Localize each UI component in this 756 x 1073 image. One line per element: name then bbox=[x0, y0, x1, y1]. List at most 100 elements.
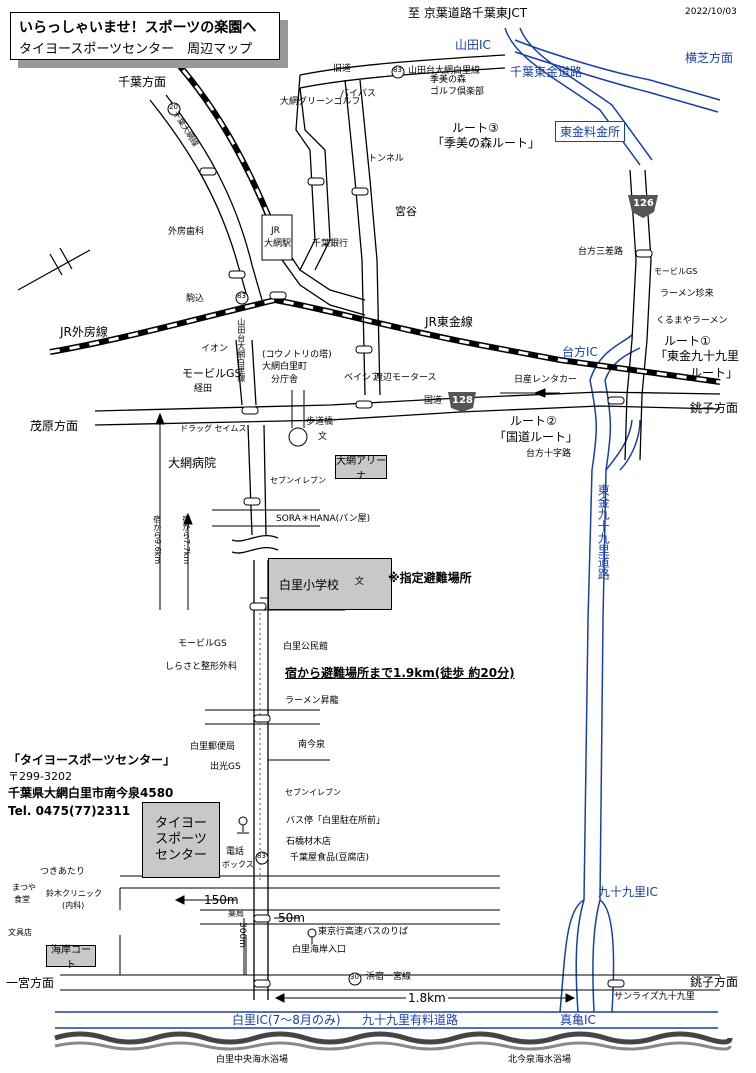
ramen-shoryu: ラーメン昇龍 bbox=[285, 696, 339, 706]
shield-126: 126 bbox=[633, 198, 654, 209]
school-mark: 文 bbox=[355, 577, 365, 587]
dist-300: 300m bbox=[236, 922, 247, 948]
suzuki-clinic-a: 鈴木クリニック bbox=[46, 889, 102, 898]
dist-1-8: 1.8km bbox=[406, 991, 448, 1006]
address-tel: Tel. 0475(77)2311 bbox=[8, 803, 131, 818]
yamada-ic: 山田IC bbox=[455, 38, 491, 52]
route2-label: ルート② bbox=[510, 414, 557, 428]
tsukiatari: つきあたり bbox=[40, 867, 86, 877]
dir-choshi-2: 銚子方面 bbox=[690, 975, 739, 989]
sora-hana: SORA＊HANA(パン屋) bbox=[276, 514, 371, 524]
shirasato-post: 白里郵便局 bbox=[190, 742, 236, 752]
pharmacy: 薬局 bbox=[228, 909, 244, 918]
tokyo-bus: 東京行高速バスのりば bbox=[318, 927, 409, 937]
bus-stop-icon bbox=[237, 816, 249, 834]
jr-togane-label: JR東金線 bbox=[425, 315, 473, 329]
makame-ic: 真亀IC bbox=[560, 1013, 596, 1027]
togane-kujukuri-road-label: 東金九十九里道路 bbox=[596, 484, 611, 580]
oami-station-a: JR bbox=[271, 226, 280, 236]
miyaya: 宮谷 bbox=[395, 205, 417, 218]
route1-name-b: ルート」 bbox=[690, 366, 739, 380]
kounotori-b: 大網白里町 bbox=[262, 362, 308, 372]
dir-keiyo-jct: 至 京葉道路千葉東JCT bbox=[408, 6, 528, 20]
pedestrian-bridge: 歩道橋 bbox=[306, 417, 334, 427]
seven-eleven-2: セブンイレブン bbox=[285, 788, 341, 797]
dir-choshi-1: 銚子方面 bbox=[690, 401, 739, 415]
route-128-shield bbox=[448, 392, 476, 412]
keita: 経田 bbox=[194, 384, 213, 394]
matsuya-a: まつや bbox=[12, 883, 36, 892]
bunkei: 文具店 bbox=[8, 928, 32, 937]
tunnel: トンネル bbox=[368, 154, 404, 164]
watanabe-motors: 渡辺モータース bbox=[374, 373, 437, 383]
tokyo-bus-icon bbox=[307, 928, 317, 944]
evac-distance: 宿から避難場所まで1.9km(徒歩 約20分) bbox=[285, 666, 515, 680]
mobil-gs-1: モービルGS bbox=[182, 367, 242, 380]
jr-sotobo-line bbox=[49, 296, 721, 385]
route1-name-a: 「東金九十九里 bbox=[655, 349, 740, 363]
minamiimaizumi: 南今泉 bbox=[298, 740, 326, 750]
beach-1: 白里中央海水浴場 bbox=[216, 1055, 289, 1065]
pedestrian-bridge-mark bbox=[288, 427, 308, 447]
coastline bbox=[54, 1031, 733, 1051]
daibo-crossing: 台方十字路 bbox=[526, 449, 572, 459]
bypass: バイパス bbox=[340, 89, 376, 99]
ramen-chinjyu: ラーメン珍来 bbox=[660, 289, 714, 299]
shirasato-school: 白里小学校 bbox=[268, 558, 392, 610]
sunrise: サンライズ九十九里 bbox=[614, 992, 695, 1002]
shield-83-mid: 83 bbox=[237, 292, 246, 300]
dist-7-7: 宿から7.7km bbox=[181, 515, 191, 565]
oami-station-b: 大網駅 bbox=[264, 239, 292, 249]
oami-golf: 大網グリーンゴルフ bbox=[280, 97, 361, 107]
shield-83-bottom: 83 bbox=[257, 852, 266, 860]
center-name-c: センター bbox=[154, 848, 207, 864]
north-arrow bbox=[17, 247, 91, 291]
mobil-gs-3: モービルGS bbox=[178, 639, 227, 649]
oami-arena: 大網アリーナ bbox=[335, 455, 387, 482]
idemitsu-gs: 出光GS bbox=[210, 762, 241, 772]
route-126-shield bbox=[628, 195, 658, 218]
sotobo-dental: 外房歯科 bbox=[168, 227, 205, 237]
beisia: ベイシア bbox=[344, 373, 381, 383]
route1-label: ルート① bbox=[664, 334, 711, 348]
komagome: 駒込 bbox=[186, 294, 205, 304]
kurumaya: くるまやラーメン bbox=[656, 316, 728, 326]
togane-kujukuri-road bbox=[559, 334, 641, 1013]
school-name: 白里小学校 bbox=[279, 577, 340, 592]
shield-83-top: 83 bbox=[393, 66, 402, 74]
suzuki-clinic-b: (内科) bbox=[62, 901, 85, 910]
shirasato-beach-entrance: 白里海岸入口 bbox=[292, 945, 347, 955]
beach-2: 北今泉海水浴場 bbox=[508, 1055, 572, 1065]
road-126 bbox=[624, 169, 652, 461]
shirasato-hall: 白里公民館 bbox=[283, 642, 329, 652]
kimi-golf-a: 季美の森 bbox=[430, 75, 467, 85]
phone-b: ボックス bbox=[222, 860, 254, 869]
route3-name: 「季美の森ルート」 bbox=[432, 136, 541, 150]
mobil-gs-2: モービルGS bbox=[654, 267, 698, 276]
kounotori-tower bbox=[291, 390, 305, 428]
shield-128: 128 bbox=[452, 395, 473, 406]
map-date: 2022/10/03 bbox=[685, 7, 737, 17]
bus-stop: バス停「白里駐在所前」 bbox=[286, 816, 386, 826]
mae-ichinomiya: 浜宿一宮線 bbox=[366, 972, 412, 982]
kujukuri-toll-road bbox=[55, 1011, 718, 1029]
shirasato-seikei: しらさと整形外科 bbox=[165, 662, 238, 672]
chibaya: 千葉屋食品(豆腐店) bbox=[290, 853, 370, 863]
dir-mobara: 茂原方面 bbox=[30, 419, 79, 433]
dir-ichinomiya: 一宮方面 bbox=[6, 976, 55, 990]
taiyo-sports-center: タイヨー スポーツ センター bbox=[142, 802, 220, 878]
chiba-togane-road-label: 千葉東金道路 bbox=[510, 65, 583, 79]
jr-chiba-line bbox=[167, 52, 278, 234]
national-road-label: 国道 bbox=[424, 396, 443, 406]
kenro-oami-vertical: 山田台大網白里線 bbox=[236, 318, 246, 382]
title-line-2: タイヨースポーツセンター 周辺マップ bbox=[19, 42, 253, 57]
evac-note: ※指定避難場所 bbox=[388, 571, 472, 585]
kimi-golf-b: ゴルフ倶楽部 bbox=[430, 87, 485, 97]
kounotori-c: 分庁舎 bbox=[271, 375, 299, 385]
road-to-center bbox=[231, 424, 279, 1000]
round-shields bbox=[167, 65, 405, 986]
dist-9-6: 宿から9.6km bbox=[152, 515, 162, 565]
kujukuri-ic: 九十九里IC bbox=[598, 885, 658, 899]
oami-station-mark bbox=[261, 214, 293, 261]
